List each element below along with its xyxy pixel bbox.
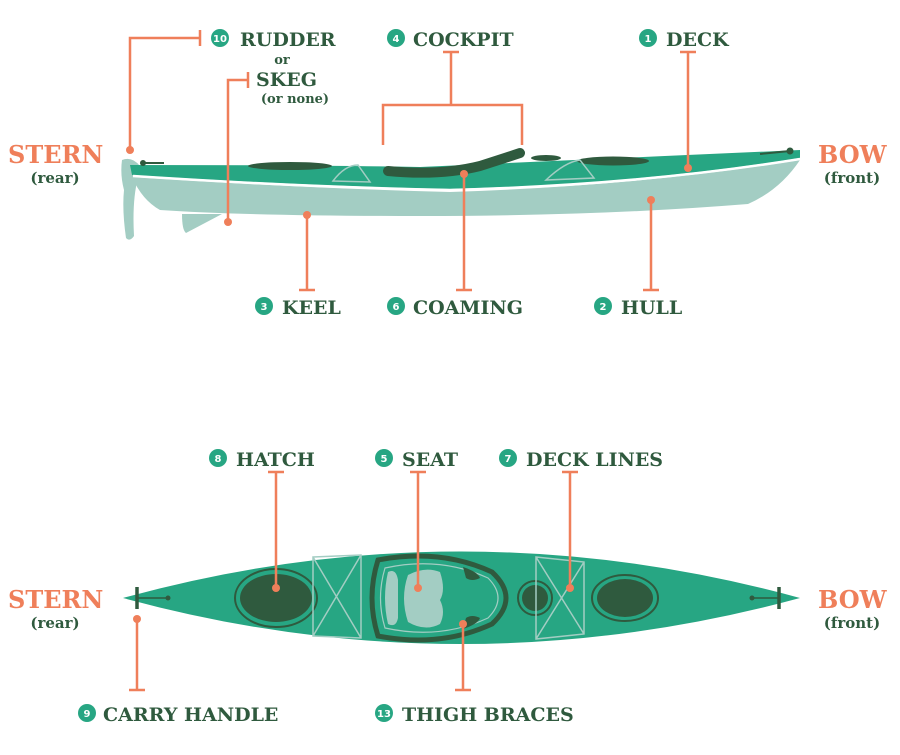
hatch-label: HATCH bbox=[236, 449, 315, 471]
skeg-sub: (or none) bbox=[261, 92, 329, 107]
side-bow-label: BOW bbox=[818, 140, 888, 169]
thigh-braces-number: 13 bbox=[377, 709, 391, 720]
side-stern-label: STERN bbox=[8, 140, 103, 169]
thigh-braces-label: THIGH BRACES bbox=[402, 704, 574, 726]
side-stern-sub: (rear) bbox=[30, 169, 79, 187]
carry-handle-number: 9 bbox=[84, 709, 91, 720]
day-hatch-top bbox=[517, 580, 553, 616]
deck-lines-front bbox=[544, 159, 596, 181]
keel-number: 3 bbox=[261, 302, 268, 313]
rudder-label: RUDDER bbox=[240, 29, 336, 51]
seat-label: SEAT bbox=[402, 449, 458, 471]
top-bow-sub: (front) bbox=[824, 614, 880, 632]
callout-hatch: 8 HATCH bbox=[209, 449, 315, 592]
side-view-kayak bbox=[121, 147, 801, 240]
seat-number: 5 bbox=[381, 454, 388, 465]
callout-hull: 2 HULL bbox=[594, 196, 682, 319]
stern-hatch bbox=[248, 162, 332, 170]
rudder-number: 10 bbox=[213, 34, 227, 45]
skeg bbox=[182, 214, 222, 233]
cockpit-top bbox=[369, 553, 509, 643]
deck-hull-seam bbox=[132, 157, 801, 192]
deck-number: 1 bbox=[645, 34, 652, 45]
cockpit-number: 4 bbox=[393, 34, 400, 45]
callout-thigh-braces: 13 THIGH BRACES bbox=[375, 620, 574, 726]
day-hatch bbox=[531, 155, 561, 161]
hull-label: HULL bbox=[621, 297, 682, 319]
skeg-label: SKEG bbox=[256, 69, 317, 91]
callout-carry-handle: 9 CARRY HANDLE bbox=[78, 615, 278, 726]
deck-label: DECK bbox=[666, 29, 730, 51]
callout-rudder: 10 RUDDER or bbox=[126, 29, 336, 154]
hull-number: 2 bbox=[600, 302, 607, 313]
keel-label: KEEL bbox=[282, 297, 341, 319]
side-bow-sub: (front) bbox=[824, 169, 880, 187]
callout-deck: 1 DECK bbox=[639, 29, 730, 172]
bow-carry-handle bbox=[759, 147, 794, 155]
deck-lines-front-top bbox=[535, 556, 585, 640]
stern-handle-top bbox=[135, 587, 171, 609]
stern-carry-handle bbox=[140, 160, 164, 166]
deck-lines-rear-top bbox=[312, 554, 362, 639]
callout-keel: 3 KEEL bbox=[255, 211, 341, 319]
hull bbox=[132, 160, 800, 216]
top-bow-label: BOW bbox=[818, 585, 888, 614]
carry-handle-label: CARRY HANDLE bbox=[103, 704, 278, 726]
top-stern-label: STERN bbox=[8, 585, 103, 614]
coaming bbox=[383, 148, 525, 178]
cockpit-label: COCKPIT bbox=[413, 29, 514, 51]
callout-cockpit: 4 COCKPIT bbox=[381, 29, 524, 145]
coaming-label: COAMING bbox=[413, 297, 523, 319]
bow-hatch bbox=[577, 156, 649, 166]
top-view-kayak bbox=[123, 551, 800, 644]
deck-lines-label: DECK LINES bbox=[526, 449, 663, 471]
top-stern-sub: (rear) bbox=[30, 614, 79, 632]
callout-seat: 5 SEAT bbox=[375, 449, 458, 592]
deck-lines-rear bbox=[331, 164, 372, 183]
bow-hatch-top bbox=[591, 574, 659, 622]
callout-skeg: SKEG (or none) bbox=[224, 69, 329, 226]
bow-handle-top bbox=[749, 587, 781, 609]
hatch-number: 8 bbox=[215, 454, 222, 465]
deck-lines-number: 7 bbox=[505, 454, 512, 465]
callout-deck-lines: 7 DECK LINES bbox=[499, 449, 663, 592]
rudder-or: or bbox=[274, 53, 290, 68]
callout-coaming: 6 COAMING bbox=[387, 170, 523, 319]
coaming-number: 6 bbox=[393, 302, 400, 313]
